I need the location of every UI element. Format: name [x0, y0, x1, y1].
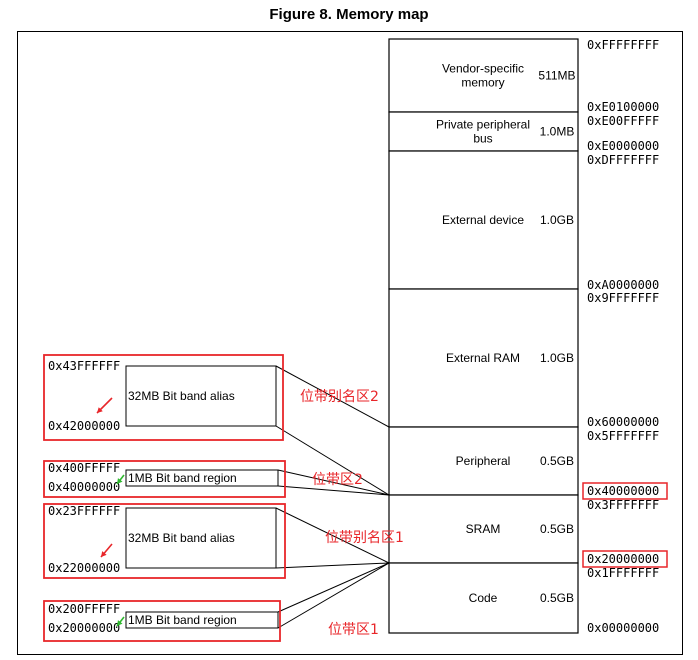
peripheral-alias-annotation: 位带别名区2	[300, 389, 379, 405]
address-label: 0x60000000	[587, 415, 659, 429]
peripheral-alias-block	[125, 365, 277, 427]
address-label: 0x40000000	[587, 484, 659, 498]
address-label: 0x5FFFFFFF	[587, 429, 659, 443]
region-size: 0.5GB	[540, 454, 574, 468]
region-peripheral	[388, 426, 579, 496]
connector-line	[277, 562, 390, 629]
peripheral-alias-label: 32MB Bit band alias	[128, 389, 235, 403]
figure-title: Figure 8. Memory map	[269, 6, 429, 23]
region-size: 1.0GB	[540, 351, 574, 365]
peripheral-region-annotation: 位带区2	[312, 472, 363, 488]
region-size: 511MB	[538, 69, 575, 83]
sram-alias-top-address: 0x23FFFFFF	[48, 504, 120, 518]
connector-line	[277, 469, 390, 496]
peripheral-region-highlight-box	[43, 460, 286, 498]
address-highlight-box	[582, 550, 668, 568]
region-external-ram	[388, 288, 579, 428]
region-vendor-specific-memory	[388, 38, 579, 113]
address-label: 0x1FFFFFFF	[587, 566, 659, 580]
arrow-head-icon	[101, 551, 107, 557]
peripheral-region-top-address: 0x400FFFFF	[48, 461, 120, 475]
connector-line	[275, 365, 390, 428]
peripheral-region-label: 1MB Bit band region	[128, 471, 237, 485]
region-label: Code	[469, 591, 498, 605]
diagram-frame	[17, 31, 683, 655]
sram-region-block	[125, 611, 279, 629]
sram-region-label: 1MB Bit band region	[128, 613, 237, 627]
region-label: External RAM	[446, 351, 520, 365]
address-highlight-box	[582, 482, 668, 500]
region-label: External device	[442, 213, 524, 227]
arrow-head-icon	[97, 407, 103, 413]
region-size: 0.5GB	[540, 522, 574, 536]
arrow-head-icon	[117, 478, 123, 484]
address-label: 0xE0000000	[587, 139, 659, 153]
address-label: 0xFFFFFFFF	[587, 38, 659, 52]
region-size: 1.0GB	[540, 213, 574, 227]
peripheral-alias-top-address: 0x43FFFFFF	[48, 359, 120, 373]
sram-region-top-address: 0x200FFFFF	[48, 602, 120, 616]
peripheral-region-bottom-address: 0x40000000	[48, 480, 120, 494]
address-label: 0xE00FFFFF	[587, 114, 659, 128]
address-label: 0x3FFFFFFF	[587, 498, 659, 512]
address-label: 0x20000000	[587, 552, 659, 566]
region-size: 1.0MB	[540, 125, 575, 139]
address-label: 0x9FFFFFFF	[587, 291, 659, 305]
connector-line	[275, 507, 390, 564]
arrow-head-icon	[117, 620, 123, 626]
sram-region-bottom-address: 0x20000000	[48, 621, 120, 635]
sram-region-highlight-box	[43, 600, 281, 642]
region-label: Peripheral	[456, 454, 511, 468]
region-code	[388, 562, 579, 634]
region-size: 0.5GB	[540, 591, 574, 605]
connector-line	[277, 562, 390, 613]
peripheral-alias-highlight-box	[43, 354, 284, 441]
peripheral-alias-bottom-address: 0x42000000	[48, 419, 120, 433]
sram-alias-label: 32MB Bit band alias	[128, 531, 235, 545]
address-label: 0xE0100000	[587, 100, 659, 114]
address-label: 0xDFFFFFFF	[587, 153, 659, 167]
address-label: 0x00000000	[587, 621, 659, 635]
region-external-device	[388, 150, 579, 290]
region-label: Private peripheral	[436, 118, 530, 132]
sram-alias-bottom-address: 0x22000000	[48, 561, 120, 575]
sram-alias-annotation: 位带别名区1	[325, 530, 404, 546]
sram-alias-block	[125, 507, 277, 569]
region-sram	[388, 494, 579, 564]
connector-line	[277, 485, 390, 496]
sram-alias-highlight-box	[43, 503, 286, 579]
region-label: memory	[461, 76, 504, 90]
region-label: SRAM	[466, 522, 501, 536]
region-label: bus	[473, 132, 492, 146]
sram-region-annotation: 位带区1	[328, 622, 379, 638]
connector-line	[275, 562, 390, 569]
address-label: 0xA0000000	[587, 278, 659, 292]
connector-line	[275, 425, 390, 496]
region-label: Vendor-specific	[442, 62, 524, 76]
peripheral-region-block	[125, 469, 279, 487]
